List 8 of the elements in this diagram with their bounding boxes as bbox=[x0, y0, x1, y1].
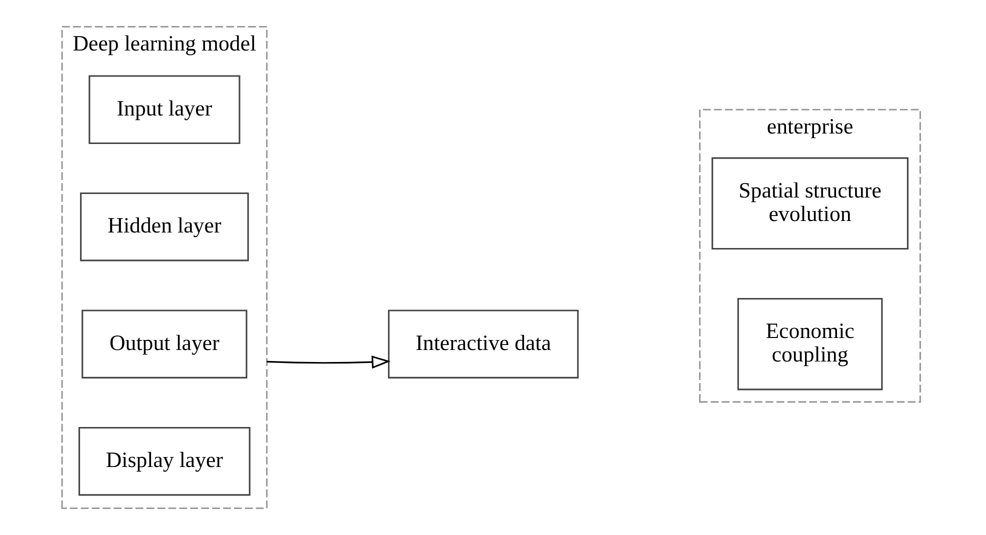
arrow bbox=[266, 356, 390, 369]
node-box: Display layer bbox=[78, 426, 250, 496]
node-box: Interactive data bbox=[387, 310, 578, 378]
node-box: Output layer bbox=[81, 310, 247, 378]
node-box: Spatial structure evolution bbox=[711, 157, 908, 250]
node-box: Hidden layer bbox=[80, 192, 248, 262]
node-box: Input layer bbox=[88, 75, 240, 144]
node-box: Economic coupling bbox=[736, 298, 882, 390]
